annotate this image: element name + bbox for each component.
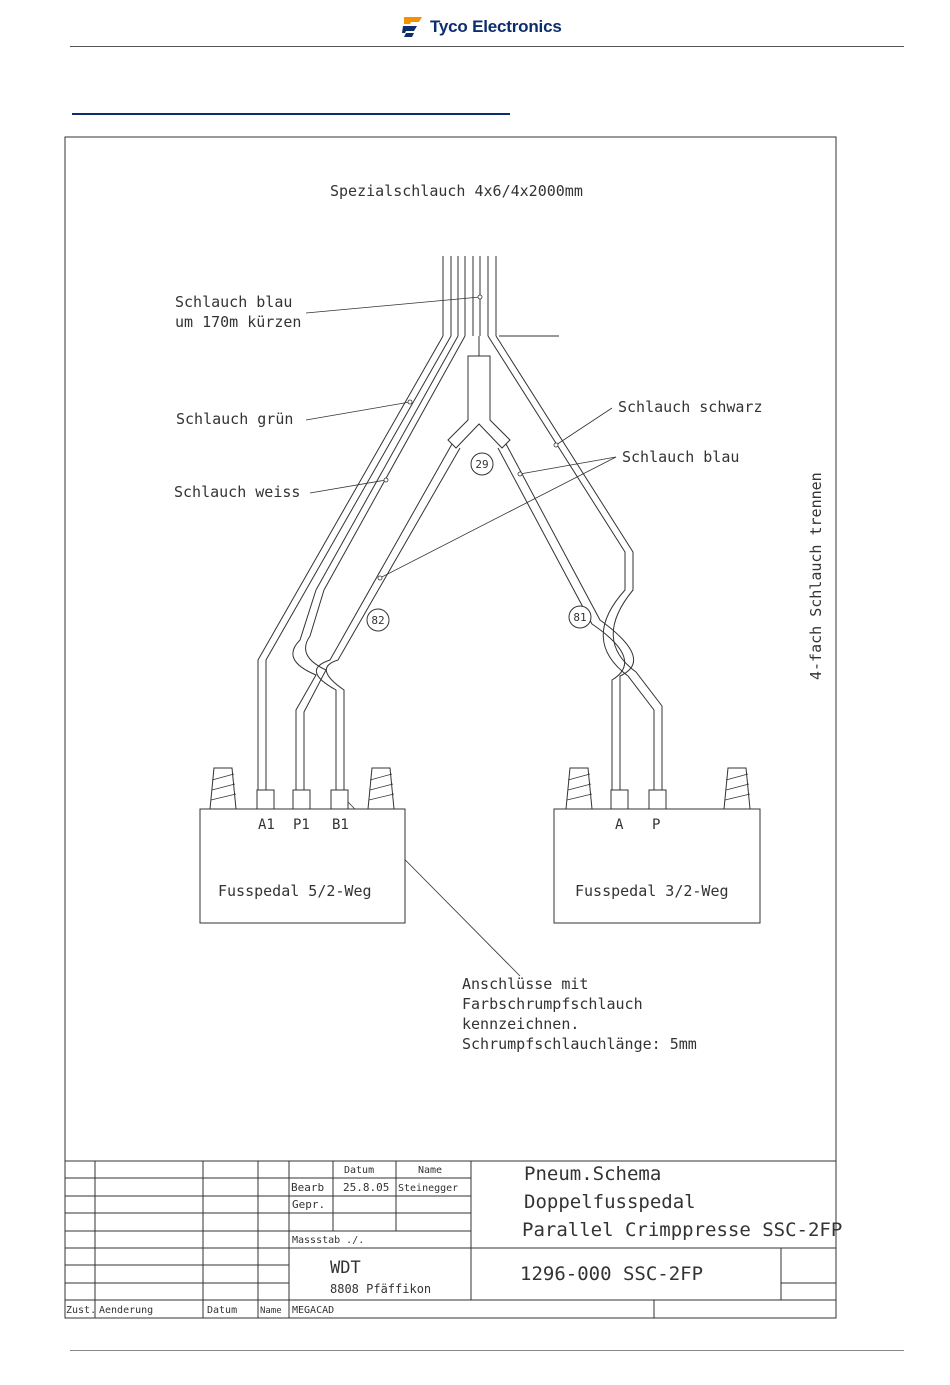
hoses-right-outer — [487, 335, 663, 790]
tb-col-name: Name — [418, 1165, 442, 1176]
port-p1: P1 — [293, 817, 310, 833]
brand-name: Tyco Electronics — [430, 17, 562, 36]
note-line-3: kennzeichnen. — [462, 1015, 579, 1033]
tb-title-1: Pneum.Schema — [524, 1163, 661, 1185]
tb-bearb-datum: 25.8.05 — [343, 1181, 389, 1194]
tb-footer-name: Name — [260, 1306, 282, 1316]
hose-bundle — [442, 256, 559, 337]
port-a: A — [615, 817, 624, 833]
hoses-left-outer — [257, 335, 466, 790]
tb-footer-datum: Datum — [207, 1305, 237, 1316]
title-underline — [72, 113, 510, 115]
silencers — [209, 767, 751, 810]
tb-city: 8808 Pfäffikon — [330, 1282, 431, 1296]
port-p: P — [652, 817, 660, 833]
note-line-1: Anschlüsse mit — [462, 975, 588, 993]
drawing-frame — [64, 136, 837, 1319]
pedal-right-name: Fusspedal 3/2-Weg — [575, 882, 729, 900]
note-line-2: Farbschrumpfschlauch — [462, 995, 643, 1013]
label-green: Schlauch grün — [176, 410, 293, 428]
title-block-grid — [65, 1160, 836, 1318]
pedal-left-box — [199, 808, 406, 924]
markers — [366, 452, 592, 632]
pedal-right-box — [553, 808, 761, 924]
marker-29: 29 — [475, 458, 488, 471]
hoses-from-y — [316, 443, 635, 790]
tb-row-bearb: Bearb — [291, 1181, 324, 1194]
tb-col-datum: Datum — [344, 1165, 374, 1176]
side-label: 4-fach Schlauch trennen — [807, 472, 825, 680]
silencer-hatching — [210, 773, 751, 801]
tb-title-3: Parallel Crimppresse SSC-2FP — [522, 1219, 842, 1241]
fittings-left — [256, 789, 349, 810]
tb-footer-zust: Zust. — [66, 1305, 96, 1316]
hose-loop-left — [292, 589, 327, 790]
tb-title-2: Doppelfusspedal — [524, 1191, 696, 1213]
label-black: Schlauch schwarz — [618, 398, 763, 416]
port-b1: B1 — [332, 817, 349, 833]
tyco-logo: Tyco Electronics — [402, 12, 562, 42]
tyco-logo-icon — [402, 17, 422, 37]
tb-row-gepr: Gepr. — [292, 1198, 325, 1211]
marker-81: 81 — [573, 611, 586, 624]
label-white: Schlauch weiss — [174, 483, 300, 501]
port-a1: A1 — [258, 817, 275, 833]
note-line-4: Schrumpfschlauchlänge: 5mm — [462, 1035, 697, 1053]
label-blue-top-2: um 170m kürzen — [175, 313, 301, 331]
pedal-left-name: Fusspedal 5/2-Weg — [218, 882, 372, 900]
tb-bearb-name: Steinegger — [398, 1183, 458, 1194]
tb-footer-aend: Aenderung — [99, 1305, 153, 1316]
label-blue-top-1: Schlauch blau — [175, 293, 292, 311]
fittings-right — [610, 789, 667, 810]
callout-dots — [377, 294, 559, 581]
footer-rule — [70, 1350, 904, 1351]
tb-company: WDT — [330, 1258, 361, 1278]
tb-footer-software: MEGACAD — [292, 1305, 334, 1316]
tb-drawing-no: 1296-000 SSC-2FP — [520, 1263, 703, 1285]
tb-massstab: Massstab ./. — [292, 1235, 364, 1246]
label-blue-right: Schlauch blau — [622, 448, 739, 466]
header-rule — [70, 46, 904, 47]
top-label: Spezialschlauch 4x6/4x2000mm — [330, 182, 583, 200]
marker-82: 82 — [371, 614, 384, 627]
y-connector — [447, 336, 511, 449]
